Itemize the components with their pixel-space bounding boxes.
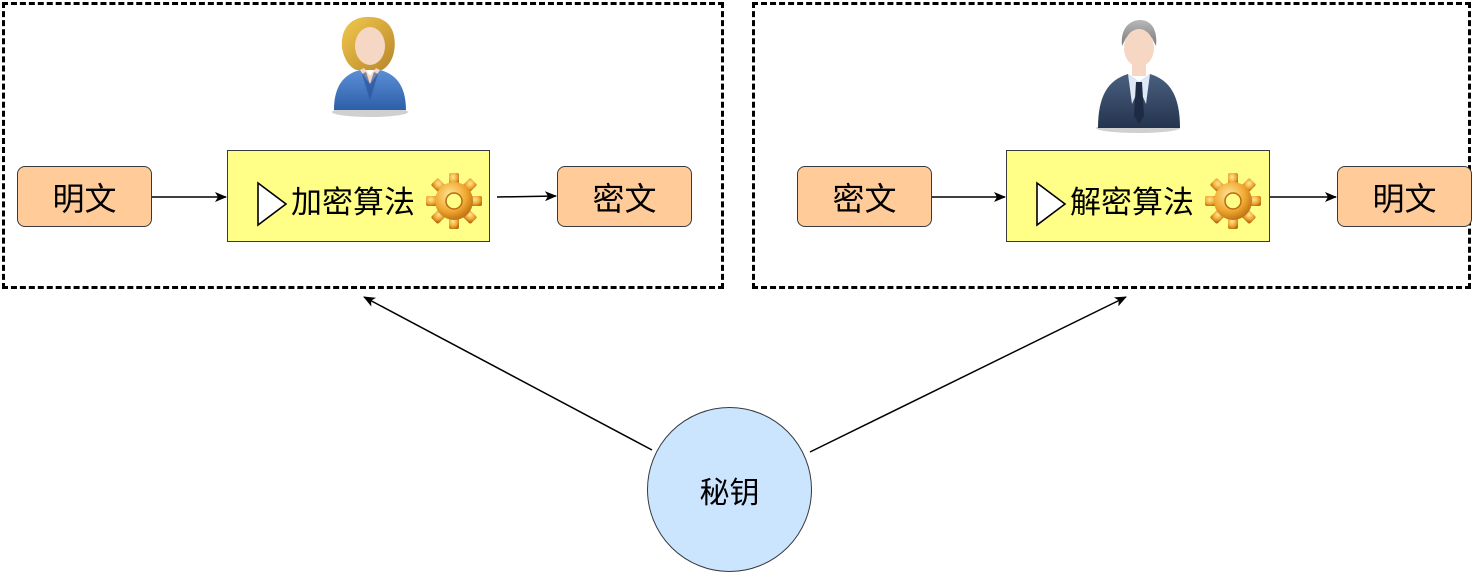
- decrypted-plaintext-label: 明文: [1372, 179, 1437, 218]
- plaintext-label: 明文: [52, 179, 117, 218]
- decryption-algorithm-node: 解密算法: [1006, 150, 1270, 242]
- play-icon: [257, 181, 288, 227]
- sender-frame: [2, 2, 724, 289]
- decrypted-plaintext-node: 明文: [1337, 166, 1472, 227]
- receiver-frame: [752, 2, 1471, 289]
- received-ciphertext-label: 密文: [832, 179, 897, 218]
- arrow-key-to-receiver: [809, 296, 1127, 453]
- encryption-algorithm-node: 加密算法: [227, 150, 490, 242]
- secret-key-label: 秘钥: [699, 475, 760, 511]
- arrow-encrypt-to-ciphertext: [496, 191, 557, 202]
- received-ciphertext-node: 密文: [797, 166, 932, 227]
- play-icon: [1036, 181, 1067, 227]
- ciphertext-node: 密文: [557, 166, 692, 227]
- arrow-key-to-sender: [363, 296, 653, 451]
- receiver-avatar-icon: [1096, 20, 1180, 133]
- secret-key-node: 秘钥: [647, 407, 812, 572]
- decryption-algorithm-label: 解密算法: [1070, 185, 1194, 221]
- gear-icon: [1205, 173, 1261, 229]
- gear-icon: [426, 173, 482, 229]
- encryption-algorithm-label: 加密算法: [291, 185, 415, 221]
- sender-avatar-icon: [332, 16, 408, 117]
- plaintext-node: 明文: [17, 166, 152, 227]
- ciphertext-label: 密文: [592, 179, 657, 218]
